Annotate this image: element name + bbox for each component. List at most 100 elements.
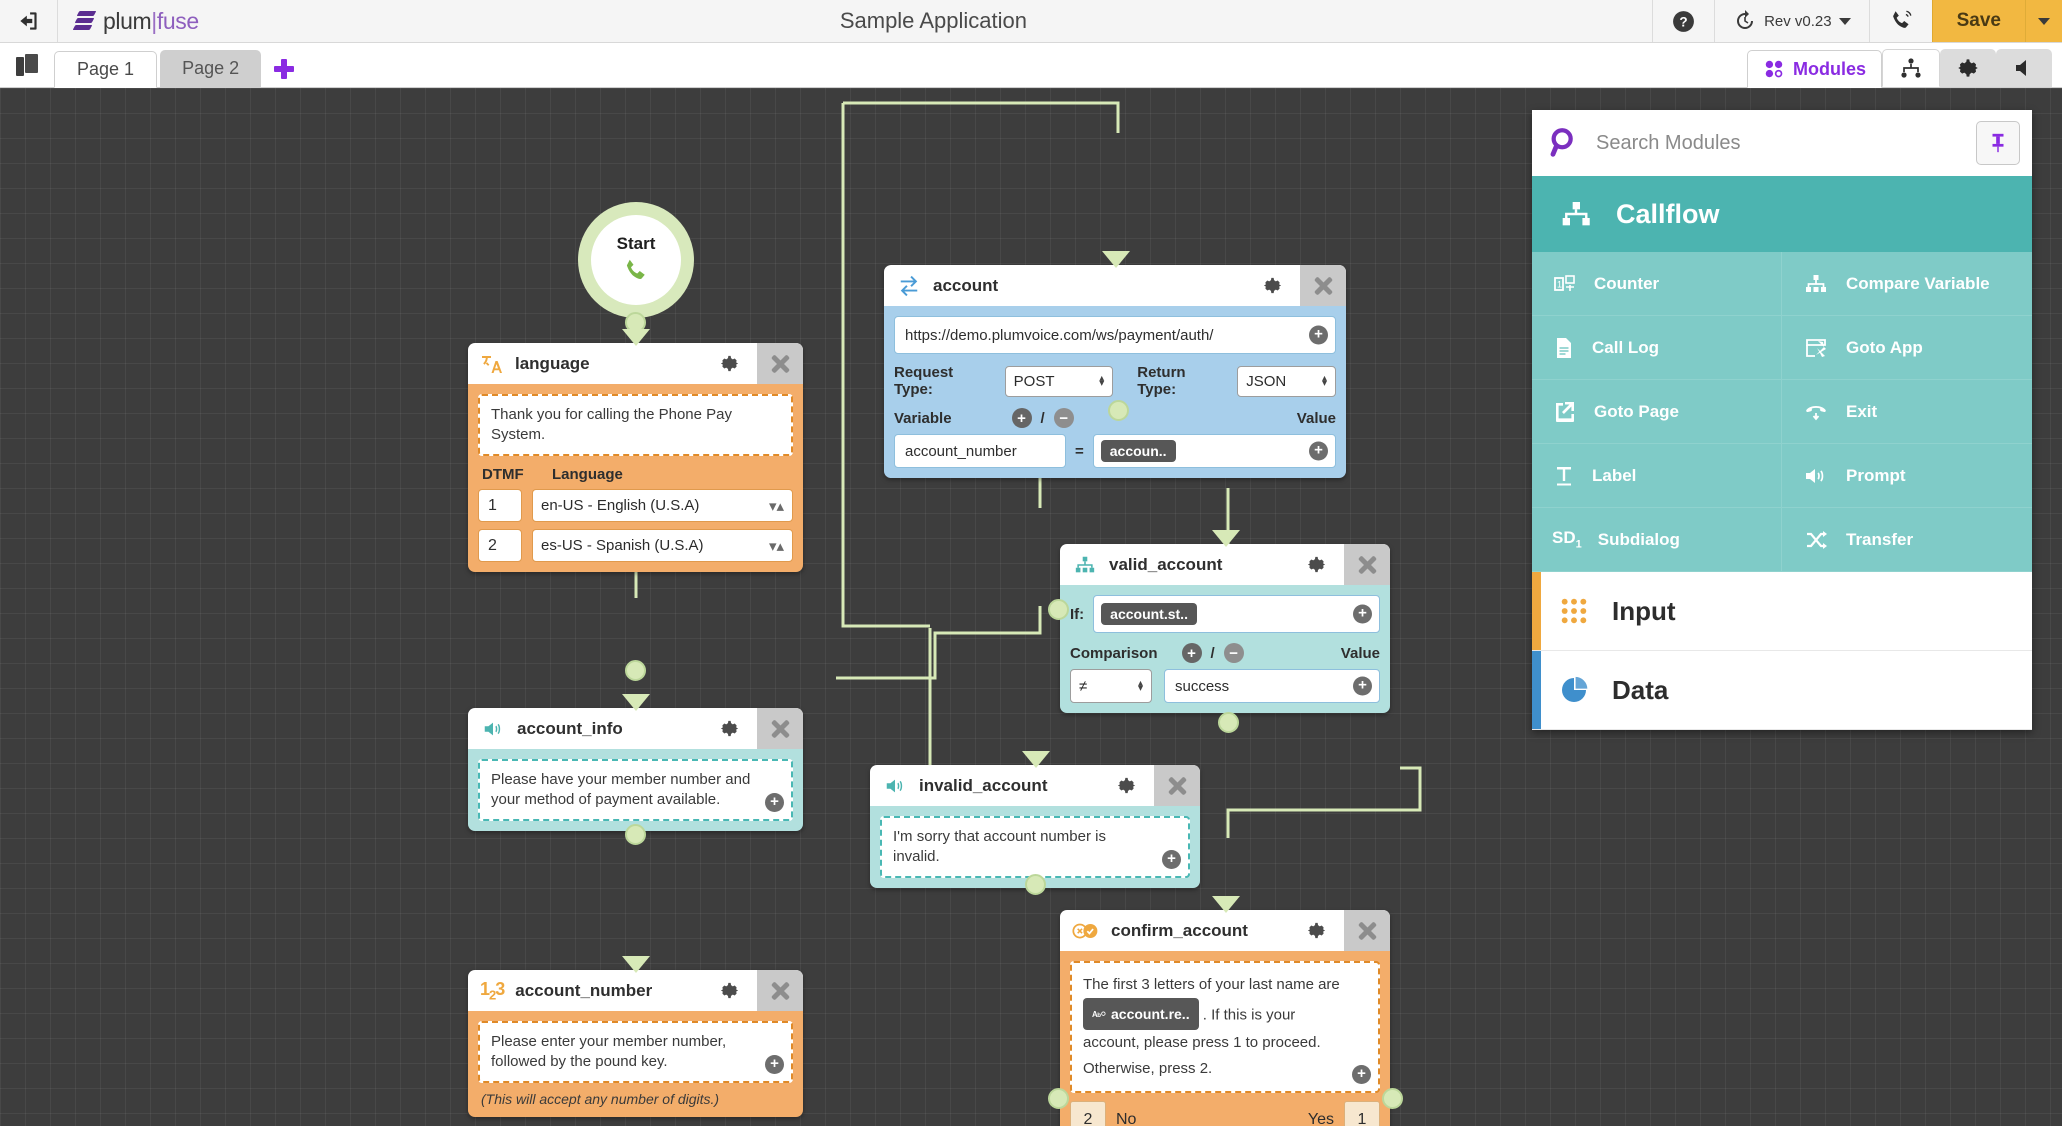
node-header[interactable]: valid_account — [1060, 544, 1390, 585]
node-close-button[interactable] — [757, 970, 803, 1011]
account-value-input[interactable]: accoun.. + — [1092, 434, 1336, 468]
add-prompt-button[interactable]: + — [765, 1055, 784, 1074]
tab-page-2[interactable]: Page 2 — [160, 50, 262, 87]
node-header[interactable]: invalid_account — [870, 765, 1200, 806]
node-settings-button[interactable] — [712, 352, 746, 375]
node-close-button[interactable] — [1344, 544, 1390, 585]
add-param-button[interactable]: + — [1011, 408, 1032, 428]
add-prompt-button[interactable]: + — [1352, 1065, 1371, 1084]
valid-account-if-chip[interactable]: account.st.. — [1101, 603, 1197, 625]
add-page-button[interactable] — [264, 50, 304, 87]
save-dropdown-button[interactable] — [2025, 0, 2062, 42]
confirm-account-no-port[interactable] — [1048, 1088, 1069, 1109]
pin-sidebar-button[interactable] — [1976, 121, 2020, 165]
add-comparison-value-button[interactable]: + — [1353, 676, 1372, 696]
tab-modules[interactable]: Modules — [1746, 50, 1882, 88]
language-select-2[interactable]: es-US - Spanish (U.S.A) ▾▴ — [532, 529, 793, 562]
search-input[interactable]: Search Modules — [1596, 131, 1741, 154]
module-item-transfer[interactable]: Transfer — [1782, 508, 2032, 572]
dtmf-input-2[interactable]: 2 — [478, 529, 522, 562]
save-button[interactable]: Save — [1931, 0, 2025, 42]
module-item-prompt[interactable]: Prompt — [1782, 444, 2032, 508]
language-select-1[interactable]: en-US - English (U.S.A) ▾▴ — [532, 489, 793, 522]
node-header[interactable]: account_info — [468, 708, 803, 749]
confirm-account-prompt-text[interactable]: The first 3 letters of your last name ar… — [1070, 961, 1380, 1093]
account-info-prompt-text[interactable]: Please have your member number and your … — [478, 759, 793, 821]
yes-key-input[interactable]: 1 — [1344, 1101, 1380, 1126]
node-close-button[interactable] — [757, 343, 803, 384]
comparison-value-input[interactable]: success + — [1164, 669, 1380, 703]
request-type-select[interactable]: POST ▴▾ — [1004, 365, 1114, 397]
account-url-input[interactable]: https://demo.plumvoice.com/ws/payment/au… — [894, 316, 1336, 354]
tab-settings[interactable] — [1940, 49, 1996, 87]
no-key-input[interactable]: 2 — [1070, 1101, 1106, 1126]
module-item-counter[interactable]: 1 Counter — [1532, 252, 1782, 316]
module-item-exit[interactable]: Exit — [1782, 380, 2032, 444]
account-number-prompt-text[interactable]: Please enter your member number, followe… — [478, 1021, 793, 1083]
confirm-prompt-chip[interactable]: A b account.re.. — [1083, 998, 1199, 1030]
tab-flow-tree[interactable] — [1882, 49, 1940, 87]
valid-account-if-input[interactable]: account.st.. + — [1093, 595, 1380, 633]
node-settings-button[interactable] — [1299, 553, 1333, 576]
node-settings-button[interactable] — [712, 717, 746, 740]
invalid-account-output-port[interactable] — [1025, 874, 1046, 895]
node-account-number[interactable]: 123 account_number Please enter your mem… — [468, 956, 803, 1117]
node-settings-button[interactable] — [1109, 774, 1143, 797]
tab-audio[interactable] — [1996, 49, 2052, 87]
call-button[interactable] — [1868, 0, 1932, 42]
module-item-label[interactable]: Label — [1532, 444, 1782, 508]
node-settings-button[interactable] — [1255, 274, 1289, 297]
node-invalid-account[interactable]: invalid_account I'm sorry that account n… — [870, 751, 1200, 888]
module-item-goto-page[interactable]: Goto Page — [1532, 380, 1782, 444]
node-account[interactable]: account https://demo.plumvoice.com/ws/pa… — [884, 251, 1346, 478]
add-comparison-button[interactable]: + — [1181, 643, 1202, 663]
module-group-callflow-header[interactable]: Callflow — [1532, 176, 2032, 252]
remove-param-button[interactable]: − — [1053, 408, 1074, 428]
module-group-input-header[interactable]: Input — [1532, 572, 2032, 651]
search-modules-bar[interactable]: Search Modules — [1532, 110, 2032, 176]
node-header[interactable]: account — [884, 265, 1346, 306]
add-value-button[interactable]: + — [1309, 441, 1328, 461]
confirm-account-yes-port[interactable] — [1382, 1088, 1403, 1109]
node-valid-account[interactable]: valid_account If: account.st.. + Compari… — [1060, 530, 1390, 713]
dtmf-input-1[interactable]: 1 — [478, 489, 522, 522]
add-prompt-button[interactable]: + — [765, 793, 784, 812]
help-button[interactable]: ? — [1652, 0, 1714, 42]
module-item-goto-app[interactable]: Goto App — [1782, 316, 2032, 380]
language-output-port[interactable] — [625, 660, 646, 681]
remove-comparison-button[interactable]: − — [1223, 643, 1244, 663]
revision-selector[interactable]: Rev v0.23 — [1714, 0, 1869, 42]
node-settings-button[interactable] — [1299, 919, 1333, 942]
module-item-compare-variable[interactable]: Compare Variable — [1782, 252, 2032, 316]
language-prompt-text[interactable]: Thank you for calling the Phone Pay Syst… — [478, 394, 793, 456]
pages-panel-toggle[interactable] — [0, 42, 54, 87]
comparison-operator-select[interactable]: ≠ ▴▾ — [1070, 669, 1152, 703]
node-close-button[interactable] — [1344, 910, 1390, 951]
node-header[interactable]: language — [468, 343, 803, 384]
back-button[interactable] — [0, 0, 58, 42]
node-header[interactable]: confirm_account — [1060, 910, 1390, 951]
return-type-select[interactable]: JSON ▴▾ — [1237, 365, 1336, 397]
app-logo[interactable]: plum|fuse — [58, 0, 215, 42]
account-variable-input[interactable]: account_number — [894, 434, 1066, 468]
node-close-button[interactable] — [1154, 765, 1200, 806]
module-item-subdialog[interactable]: SD1 Subdialog — [1532, 508, 1782, 572]
account-output-port[interactable] — [1108, 400, 1129, 421]
add-if-button[interactable]: + — [1353, 604, 1372, 624]
add-prompt-button[interactable]: + — [1162, 850, 1181, 869]
tab-page-1[interactable]: Page 1 — [54, 51, 158, 88]
node-settings-button[interactable] — [712, 979, 746, 1002]
node-account-info[interactable]: account_info Please have your member num… — [468, 694, 803, 831]
account-info-output-port[interactable] — [625, 824, 646, 845]
node-close-button[interactable] — [1300, 265, 1346, 306]
node-header[interactable]: 123 account_number — [468, 970, 803, 1011]
module-group-data-header[interactable]: Data — [1532, 651, 2032, 730]
add-url-button[interactable]: + — [1309, 325, 1328, 345]
module-item-call-log[interactable]: Call Log — [1532, 316, 1782, 380]
node-confirm-account[interactable]: confirm_account The first 3 letters of y… — [1060, 896, 1390, 1126]
node-language[interactable]: language Thank you for calling the Phone… — [468, 329, 803, 572]
invalid-account-prompt-text[interactable]: I'm sorry that account number is invalid… — [880, 816, 1190, 878]
valid-account-true-port[interactable] — [1218, 712, 1239, 733]
start-node[interactable]: Start — [578, 202, 694, 318]
account-value-chip[interactable]: accoun.. — [1100, 440, 1176, 462]
